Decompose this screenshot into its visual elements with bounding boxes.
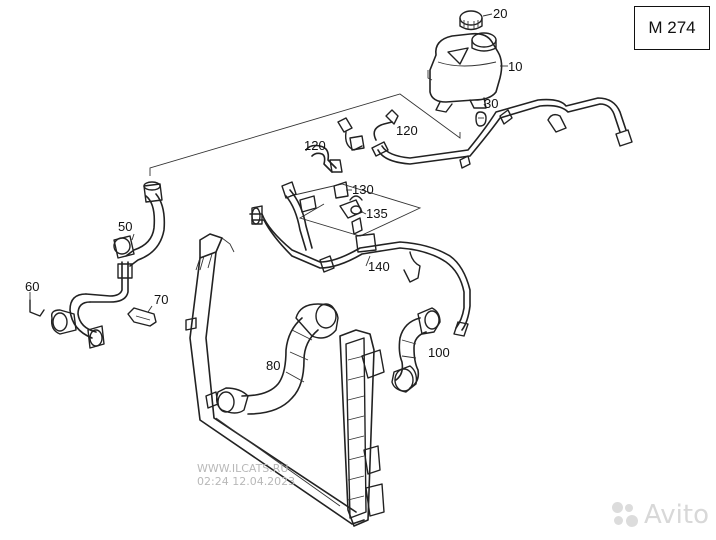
callout-80: 80 <box>266 358 280 373</box>
callout-10: 10 <box>508 59 522 74</box>
engine-code: M 274 <box>648 18 696 37</box>
tank-cap <box>459 10 483 31</box>
callout-60: 60 <box>25 279 39 294</box>
callout-70: 70 <box>154 292 168 307</box>
clip-30 <box>475 111 487 127</box>
leader-135 <box>361 211 367 215</box>
hose-100 <box>391 307 441 393</box>
watermark-site: WWW.ILCATS.RU <box>197 462 289 475</box>
hose-80 <box>215 303 339 415</box>
callout-30: 30 <box>484 96 498 111</box>
leader-50 <box>131 233 135 241</box>
hose-120-upper <box>371 97 633 169</box>
radiator <box>185 233 385 527</box>
callout-130: 130 <box>352 182 374 197</box>
watermark: WWW.ILCATS.RU 02:24 12.04.2023 <box>197 462 295 488</box>
callout-120-right: 120 <box>396 123 418 138</box>
callout-135: 135 <box>366 206 388 221</box>
leader-140 <box>365 255 371 267</box>
callout-20: 20 <box>493 6 507 21</box>
clip-70 <box>127 307 157 327</box>
hose-140 <box>249 181 471 337</box>
brand-name: Avito <box>644 500 709 530</box>
hose-60 <box>29 293 105 349</box>
hose-120-small <box>305 117 365 173</box>
expansion-tank <box>427 32 503 113</box>
callout-50: 50 <box>118 219 132 234</box>
leader-20 <box>482 13 493 17</box>
hose-50 <box>85 181 166 303</box>
reference-lines <box>149 93 461 237</box>
leader-70 <box>147 305 153 313</box>
callout-140: 140 <box>368 259 390 274</box>
leader-30 <box>483 103 487 109</box>
callout-120-center: 120 <box>304 138 326 153</box>
avito-logo-icon <box>612 502 638 528</box>
watermark-timestamp: 02:24 12.04.2023 <box>197 475 296 488</box>
callout-100: 100 <box>428 345 450 360</box>
engine-code-box: M 274 <box>634 6 710 50</box>
brand-watermark: Avito <box>612 500 709 530</box>
